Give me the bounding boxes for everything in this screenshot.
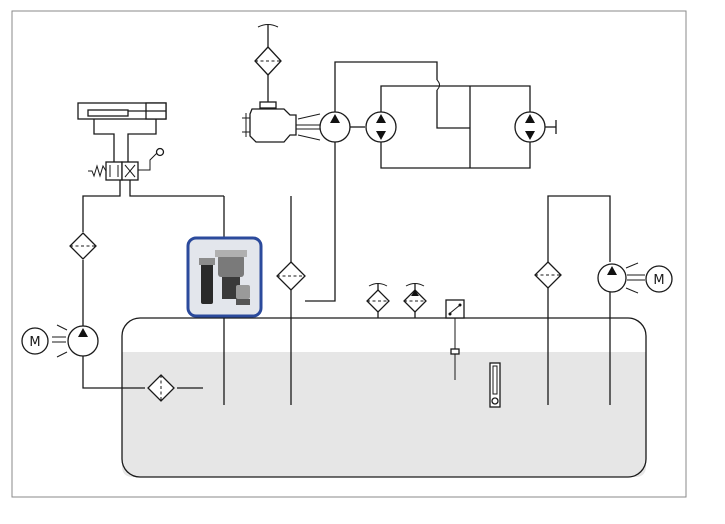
suction-filter-icon [147,374,175,402]
closed-loop-circuit [305,61,531,302]
right-return-circuit [547,195,611,405]
left-pump-icon [52,324,99,358]
engine-icon [242,101,321,143]
level-gauge-icon [489,362,501,408]
top-filter-icon [254,24,282,102]
hydraulic-motor-right-icon [514,111,557,143]
hydraulic-motor-icon [365,111,397,143]
breather-2-icon [403,283,427,318]
left-motor-icon: M [21,327,49,355]
temperature-switch-icon [445,299,465,380]
right-motor-icon: M [645,265,673,293]
breather-icon [366,283,390,318]
pressure-filter-icon [69,232,97,260]
top-pump-icon [319,111,351,143]
right-motor-label: M [653,273,664,288]
left-pump-circuit [82,180,203,389]
right-pump-icon [597,262,645,294]
filter-product-photo[interactable] [186,236,263,318]
right-filter-icon [534,261,562,289]
tank-icon [121,317,647,478]
left-motor-label: M [29,335,40,350]
return-filter-icon [276,261,306,291]
cylinder-icon [77,102,167,162]
